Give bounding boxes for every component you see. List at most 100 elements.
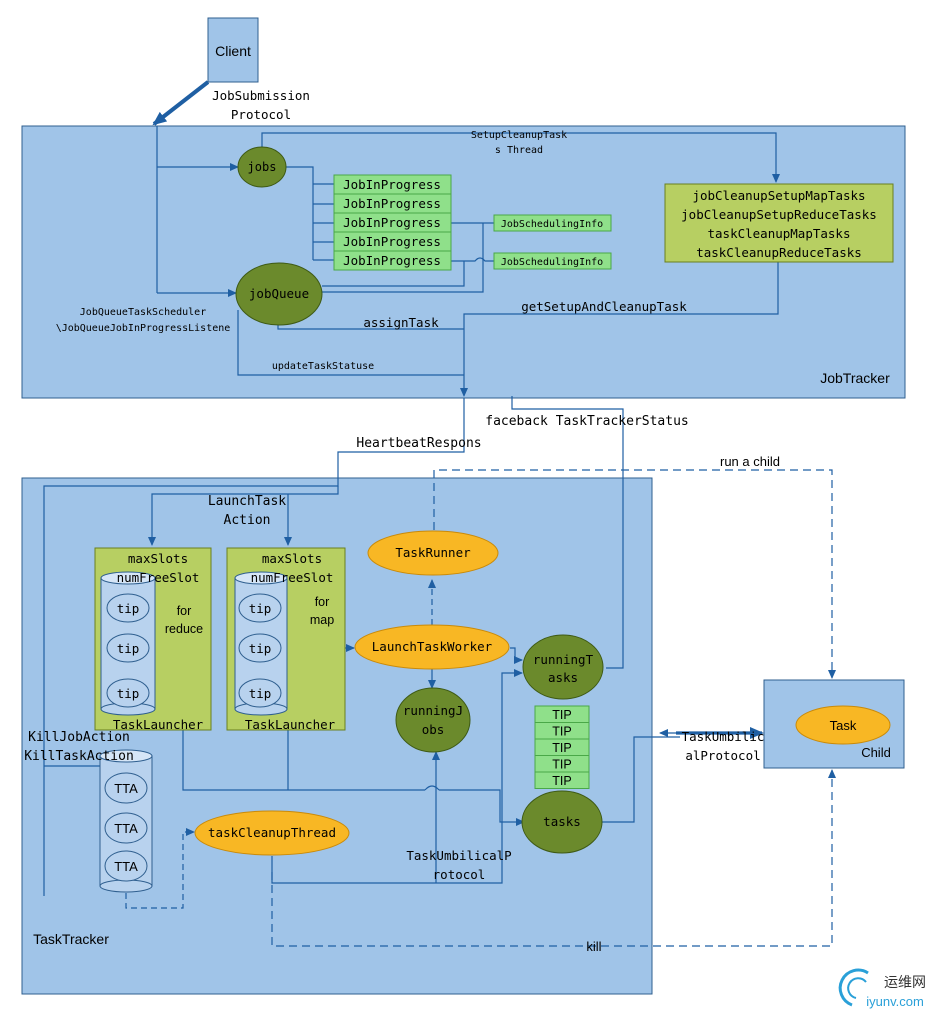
tip-oval — [106, 678, 150, 708]
tip-label: tip — [117, 601, 140, 616]
tip-oval — [238, 678, 282, 708]
tip-label: tip — [249, 601, 272, 616]
cleanup-task-label: taskCleanupMapTasks — [708, 226, 851, 241]
taskcleanupthread-label: taskCleanupThread — [208, 825, 336, 840]
running-tip-label: TIP — [552, 708, 571, 722]
tip-oval — [106, 593, 150, 623]
cleanup-task-label: taskCleanupReduceTasks — [696, 245, 862, 260]
map-kind-2: map — [310, 613, 334, 627]
map-maxslots: maxSlots — [262, 551, 322, 566]
runningjobs-label-1: runningJ — [403, 703, 463, 718]
child-label: Child — [861, 745, 891, 760]
tta-label: TTA — [114, 859, 138, 874]
reduce-maxslots: maxSlots — [128, 551, 188, 566]
tasktracker-label: TaskTracker — [33, 931, 109, 947]
kill-label: kill — [586, 939, 601, 954]
tasks-node — [521, 790, 603, 854]
jobqueue-label: jobQueue — [249, 286, 309, 301]
jobinprogress-label: JobInProgress — [343, 177, 441, 192]
taskumb-label-1: TaskUmbilic — [682, 729, 765, 744]
running-tip-box — [534, 771, 590, 789]
cleanup-task-label: jobCleanupSetupReduceTasks — [681, 207, 877, 222]
reduce-kind-1: for — [177, 604, 192, 618]
umbilical-label-1: TaskUmbilicalP — [406, 848, 511, 863]
taskrunner-node — [367, 530, 499, 576]
jobschedulinginfo-label: JobSchedulingInfo — [501, 219, 603, 230]
watermark-en: iyunv.com — [866, 994, 924, 1009]
taskrunner-label: TaskRunner — [395, 545, 471, 560]
tip-label: tip — [249, 641, 272, 656]
launchaction-label-2: Action — [224, 513, 271, 528]
jobinprogress-label: JobInProgress — [343, 196, 441, 211]
assigntask-label: assignTask — [363, 315, 439, 330]
tip-label: tip — [117, 641, 140, 656]
jobtracker-label: JobTracker — [820, 370, 890, 386]
killtask-label: KillTaskAction — [24, 749, 134, 764]
map-numfreeslot: numFreeSlot — [251, 570, 334, 585]
setupcleanup-label-2: s Thread — [495, 145, 543, 156]
umbilical-label-2: rotocol — [433, 867, 486, 882]
tasks-label: tasks — [543, 814, 581, 829]
jobsubmission-label-1: JobSubmission — [212, 88, 310, 103]
tip-label: tip — [117, 686, 140, 701]
client-box — [207, 17, 259, 83]
tta-oval — [104, 850, 148, 882]
tip-oval — [238, 633, 282, 663]
runningjobs-label-2: obs — [422, 722, 445, 737]
reduce-launcher-title: TaskLauncher — [113, 717, 204, 732]
runningjobs-node — [395, 687, 471, 753]
jobtracker-connectors — [152, 80, 780, 669]
watermark-cn: 运维网 — [884, 974, 926, 990]
getsetup-label: getSetupAndCleanupTask — [521, 299, 687, 314]
tip-oval — [106, 633, 150, 663]
taskcleanupthread-node — [194, 810, 350, 856]
runningtasks-label-1: runningT — [533, 652, 594, 667]
launchaction-label-1: LaunchTask — [208, 494, 286, 509]
tta-label: TTA — [114, 781, 138, 796]
jobschedulinginfo-box — [493, 252, 612, 270]
tta-label: TTA — [114, 821, 138, 836]
killjob-label: KillJobAction — [28, 730, 130, 745]
running-tip-label: TIP — [552, 774, 571, 788]
scheduler-label-1: JobQueueTaskScheduler — [80, 307, 206, 318]
map-tips: tip tip tip — [238, 593, 282, 708]
runningtasks-node — [522, 634, 604, 700]
runchild-label: run a child — [720, 454, 780, 469]
child-task-label: Task — [830, 718, 857, 733]
jobinprogress-box — [333, 250, 452, 271]
tta-oval — [104, 812, 148, 844]
child-task-node — [795, 705, 891, 745]
map-kind-1: for — [315, 595, 330, 609]
heartbeat-label: HeartbeatRespons — [356, 436, 481, 451]
client-label: Client — [215, 43, 251, 59]
jobinprogress-label: JobInProgress — [343, 234, 441, 249]
cleanup-task-label: jobCleanupSetupMapTasks — [692, 188, 865, 203]
tta-list: TTA TTA TTA — [104, 772, 148, 882]
launchtaskworker-node — [354, 624, 510, 670]
runningtasks-label-2: asks — [548, 670, 578, 685]
reduce-kind-2: reduce — [165, 622, 203, 636]
taskumb-label-2: alProtocol — [685, 748, 760, 763]
tip-label: tip — [249, 686, 272, 701]
tip-oval — [238, 593, 282, 623]
running-tip-label: TIP — [552, 758, 571, 772]
running-tip-label: TIP — [552, 741, 571, 755]
jobs-node — [237, 146, 287, 188]
cleanup-tasks-list: jobCleanupSetupMapTasks jobCleanupSetupRe… — [681, 188, 877, 260]
jobschedulinginfo-label: JobSchedulingInfo — [501, 257, 603, 268]
jobs-label: jobs — [248, 160, 277, 174]
reduce-numfreeslot: numFreeSlot — [117, 570, 200, 585]
tta-oval — [104, 772, 148, 804]
jobinprogress-list: JobInProgressJobInProgressJobInProgressJ… — [333, 174, 452, 271]
jobschedulinginfo-box — [493, 214, 612, 232]
cleanup-tasks-box — [664, 183, 894, 263]
updatestatus-label: updateTaskStatuse — [272, 361, 374, 372]
map-launcher-title: TaskLauncher — [245, 717, 336, 732]
scheduler-label-2: \JobQueueJobInProgressListene — [56, 323, 231, 334]
jobsubmission-label-2: Protocol — [231, 107, 291, 122]
reduce-tips: tip tip tip — [106, 593, 150, 708]
jobqueue-node — [235, 262, 323, 326]
jobinprogress-label: JobInProgress — [343, 253, 441, 268]
